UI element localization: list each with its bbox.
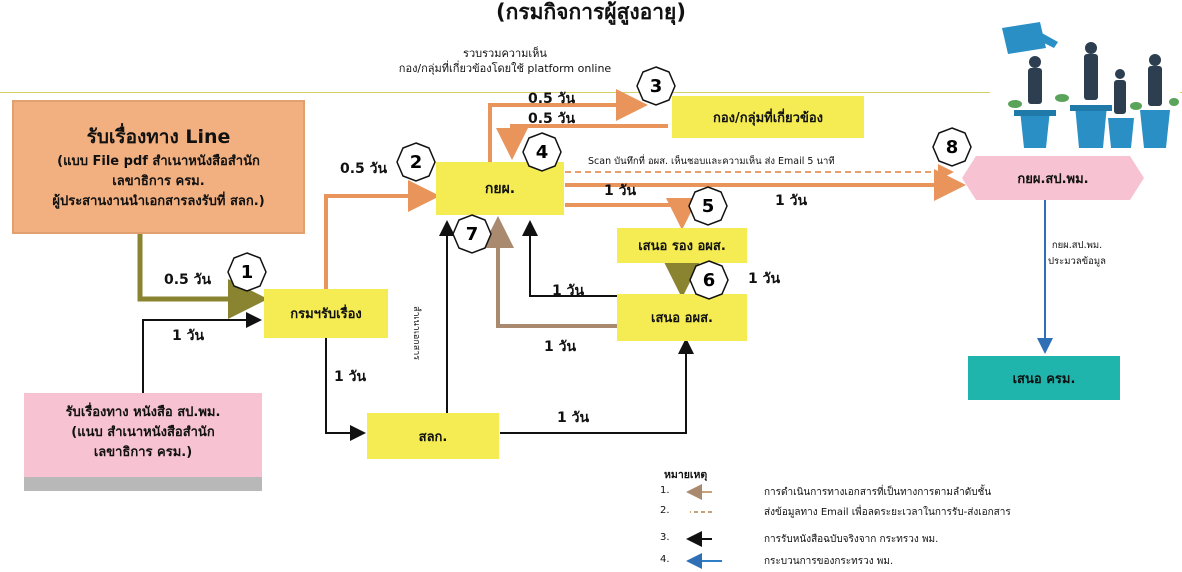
step-3-marker: 3 — [636, 66, 676, 106]
step-5-number: 5 — [702, 196, 715, 217]
legend-item-4-text: กระบวนการของกระทรวง พม. — [764, 556, 894, 567]
step-3-number: 3 — [650, 76, 663, 97]
legend-item-3-text: การรับหนังสือฉบับจริงจาก กระทรวง พม. — [764, 534, 939, 545]
legend-item-2-num: 2. — [660, 505, 670, 516]
legend-item-2-text: ส่งข้อมูลทาง Email เพื่อลดระยะเวลาในการร… — [764, 507, 1011, 518]
label-receive-to-kyp: 0.5 วัน — [340, 161, 388, 177]
slk-copy-vertical-label: สำเนาเอกสาร — [411, 306, 421, 361]
step-8-number: 8 — [946, 137, 959, 158]
growth-illustration — [990, 10, 1180, 150]
legend-title: หมายเหตุ — [664, 469, 708, 481]
slk-box: สลก. — [367, 413, 499, 459]
letter-channel-box: รับเรื่องทาง หนังสือ สป.พม. (แนบ สำเนาหน… — [24, 393, 262, 491]
label-receive-to-slk: 1 วัน — [334, 369, 367, 385]
label-director-to-step7: 1 วัน — [544, 339, 577, 355]
legend-item-1-text: การดำเนินการทางเอกสารที่เป็นทางการตามลำด… — [764, 487, 992, 498]
step-7-marker: 7 — [452, 214, 492, 254]
label-line-to-receive: 0.5 วัน — [164, 272, 212, 288]
ministry-process-note: กยผ.สป.พม. ประมวลข้อมูล — [1022, 238, 1132, 270]
arrow-director-to-step7 — [482, 216, 617, 328]
step-2-number: 2 — [410, 152, 423, 173]
step-4-number: 4 — [536, 142, 549, 163]
label-director-to-kyp: 1 วัน — [552, 283, 585, 299]
legend-item-3-num: 3. — [660, 532, 670, 543]
legend-item-2: 2. ส่งข้อมูลทาง Email เพื่อลดระยะเวลาในก… — [660, 505, 1011, 518]
line-channel-desc-2: เลขาธิการ ครม. — [112, 174, 205, 189]
arrow-letter-to-receive — [142, 312, 262, 393]
gather-note-line-1: รวบรวมความเห็น — [463, 47, 547, 60]
legend-item-1: 1. การดำเนินการทางเอกสารที่เป็นทางการตาม… — [660, 485, 991, 498]
ministry-note-line-1: กยผ.สป.พม. — [1051, 240, 1103, 251]
diagram-title: (กรมกิจการผู้สูงอายุ) — [496, 0, 686, 24]
ministry-box: กยผ.สป.พม. — [1017, 171, 1089, 187]
gather-note-line-2: กอง/กลุ่มที่เกี่ยวข้องโดยใช้ platform on… — [398, 62, 612, 75]
label-letter-to-receive: 1 วัน — [172, 328, 205, 344]
legend-item-4-num: 4. — [660, 554, 670, 565]
step-8-marker: 8 — [932, 127, 972, 167]
ministry-note-line-2: ประมวลข้อมูล — [1048, 256, 1106, 267]
arrow-kyp-to-related — [488, 89, 648, 162]
related-units-box: กอง/กลุ่มที่เกี่ยวข้อง — [672, 96, 864, 138]
arrow-line-to-receive — [137, 234, 268, 319]
line-channel-desc-3: ผู้ประสานงานนำเอกสารลงรับที่ สลก.) — [52, 194, 265, 209]
step-1-marker: 1 — [227, 252, 267, 292]
letter-channel-footer — [24, 477, 262, 491]
arrow-receive-to-slk — [325, 338, 366, 441]
letter-channel-desc-2: เลขาธิการ ครม.) — [93, 445, 193, 460]
divider-line — [0, 92, 1182, 93]
label-kyp-to-ministry: 1 วัน — [775, 193, 808, 209]
receive-box: กรมฯรับเรื่อง — [264, 289, 388, 338]
label-related-to-kyp: 0.5 วัน — [528, 111, 576, 127]
ministry-box-shape — [962, 156, 1144, 200]
scan-email-note: Scan บันทึกที่ อผส. เห็นชอบและความเห็น ส… — [588, 156, 835, 167]
label-slk-to-director: 1 วัน — [557, 410, 590, 426]
step-1-number: 1 — [241, 262, 254, 283]
step-6-marker: 6 — [689, 260, 729, 300]
legend-item-4: 4. กระบวนการของกระทรวง พม. — [660, 554, 893, 567]
step-7-number: 7 — [466, 224, 479, 245]
line-channel-box: รับเรื่องทาง Line (แบบ File pdf สำเนาหนั… — [12, 100, 305, 234]
step-6-number: 6 — [703, 270, 716, 291]
arrow-kyp-to-deputy — [565, 198, 698, 230]
arrow-director-to-kyp — [522, 220, 617, 297]
arrow-slk-to-director — [500, 338, 694, 434]
legend-item-3: 3. การรับหนังสือฉบับจริงจาก กระทรวง พม. — [660, 532, 938, 545]
step-4-marker: 4 — [522, 132, 562, 172]
arrow-related-to-kyp — [496, 124, 668, 160]
line-channel-title: รับเรื่องทาง Line — [86, 126, 231, 148]
line-channel-desc-1: (แบบ File pdf สำเนาหนังสือสำนัก — [57, 154, 260, 169]
letter-channel-title: รับเรื่องทาง หนังสือ สป.พม. — [65, 405, 221, 420]
gather-opinion-note: รวบรวมความเห็น กอง/กลุ่มที่เกี่ยวข้องโดย… — [370, 46, 640, 76]
label-kyp-to-deputy: 1 วัน — [604, 183, 637, 199]
deputy-director-box: เสนอ รอง อผส. — [617, 228, 747, 263]
cabinet-box: เสนอ ครม. — [968, 356, 1120, 400]
legend-item-1-num: 1. — [660, 485, 670, 496]
arrow-receive-to-kyp — [324, 180, 440, 289]
step-5-marker: 5 — [688, 186, 728, 226]
label-kyp-to-related: 0.5 วัน — [528, 91, 576, 107]
step-2-marker: 2 — [396, 142, 436, 182]
label-deputy-to-director: 1 วัน — [748, 271, 781, 287]
director-box: เสนอ อผส. — [617, 294, 747, 341]
letter-channel-desc-1: (แนบ สำเนาหนังสือสำนัก — [71, 425, 215, 440]
